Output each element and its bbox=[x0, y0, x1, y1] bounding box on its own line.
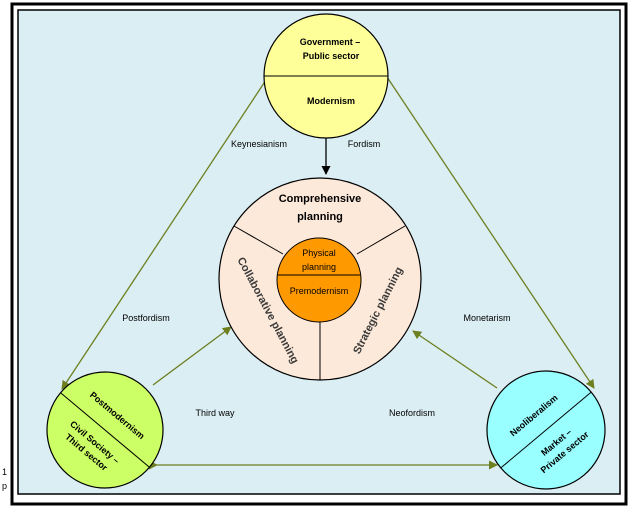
core-top-line2: planning bbox=[302, 262, 336, 272]
arrow-government-civil bbox=[61, 67, 277, 390]
center-title-line1: Comprehensive bbox=[279, 193, 362, 205]
edge-label-fordism: Fordism bbox=[348, 139, 381, 149]
civil-society-divider bbox=[60, 392, 150, 468]
edge-label-keynesianism: Keynesianism bbox=[231, 139, 287, 149]
government-line2: Public sector bbox=[303, 51, 360, 61]
market-node-group: Neoliberalism Market – Private sector bbox=[486, 370, 606, 490]
core-circle bbox=[276, 237, 362, 323]
arrow-government-market bbox=[378, 67, 595, 389]
center-divider-right bbox=[356, 225, 406, 255]
arrow-market-to-center bbox=[412, 330, 498, 389]
edge-label-third-way: Third way bbox=[195, 408, 235, 418]
core-bottom-label: Premodernism bbox=[290, 286, 349, 296]
market-divider bbox=[500, 391, 592, 469]
civil-society-node-group: Postmodernism Civil Society – Third sect… bbox=[46, 371, 164, 489]
core-top-line1: Physical bbox=[302, 248, 336, 258]
stray-char-2: p bbox=[2, 481, 7, 491]
edge-label-neofordism: Neofordism bbox=[389, 408, 435, 418]
outer-frame bbox=[10, 2, 628, 506]
government-era: Modernism bbox=[307, 96, 355, 106]
stray-char-1: 1 bbox=[2, 467, 7, 477]
center-title-line2: planning bbox=[297, 211, 343, 223]
edge-label-monetarism: Monetarism bbox=[463, 313, 510, 323]
arrow-civil-to-center bbox=[152, 326, 232, 386]
inner-frame bbox=[17, 9, 621, 495]
edge-label-postfordism: Postfordism bbox=[122, 313, 170, 323]
center-divider-left bbox=[233, 225, 284, 255]
government-line1: Government – bbox=[300, 37, 361, 47]
